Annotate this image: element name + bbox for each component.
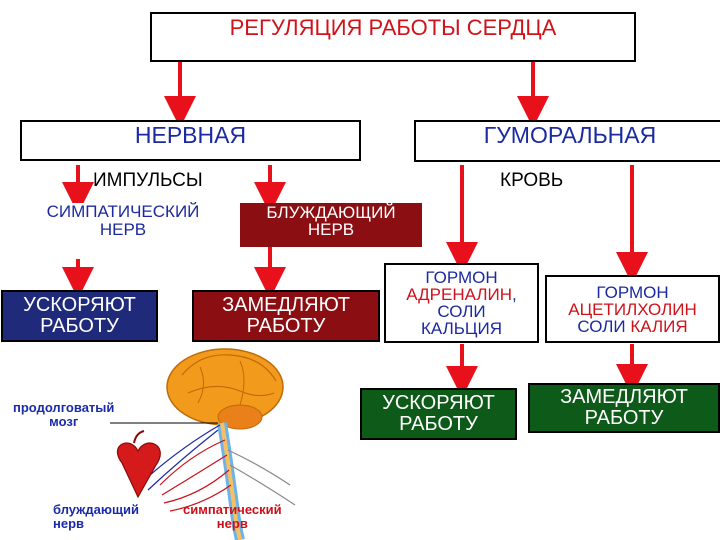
hormone-right-line1: ГОРМОН	[596, 282, 669, 302]
hormone-left-line4: КАЛЬЦИЯ	[421, 319, 502, 338]
nervous-speed-up-box: УСКОРЯЮТ РАБОТУ	[1, 290, 158, 342]
acetylcholine-text: АЦЕТИЛХОЛИН	[568, 299, 697, 319]
hormone-left-line1: ГОРМОН	[425, 268, 498, 287]
nervous-system-illustration	[110, 348, 296, 540]
hormone-right-line3: СОЛИ КАЛИЯ	[577, 318, 687, 335]
heart-icon	[116, 430, 161, 499]
diagram-title: РЕГУЛЯЦИЯ РАБОТЫ СЕРДЦА	[229, 15, 557, 40]
hormone-left-line2: АДРЕНАЛИН,	[406, 286, 516, 303]
impulses-label: ИМПУЛЬСЫ	[93, 170, 203, 191]
vagus-nerve-box: БЛУЖДАЮЩИЙ НЕРВ	[240, 203, 422, 247]
nervous-heading: НЕРВНАЯ	[134, 122, 247, 148]
salts-prefix: СОЛИ	[577, 316, 631, 336]
brain-icon	[166, 348, 284, 430]
humoral-heading: ГУМОРАЛЬНАЯ	[483, 122, 657, 148]
sympathetic-nerve-box: СИМПАТИЧЕСКИЙ НЕРВ	[20, 203, 226, 259]
title-box: РЕГУЛЯЦИЯ РАБОТЫ СЕРДЦА	[150, 12, 636, 62]
adrenaline-comma: ,	[512, 285, 517, 304]
blood-label: КРОВЬ	[500, 170, 564, 191]
acetylcholine-hormone-box: ГОРМОН АЦЕТИЛХОЛИН СОЛИ КАЛИЯ	[545, 275, 720, 343]
nervous-slow-down-box: ЗАМЕДЛЯЮТ РАБОТУ	[192, 290, 380, 342]
nerve-fibers-icon	[147, 424, 296, 512]
medulla-label: продолговатый мозг	[13, 400, 115, 430]
humoral-speed-up-box: УСКОРЯЮТ РАБОТУ	[360, 388, 517, 440]
nervous-regulation-box: НЕРВНАЯ	[20, 120, 361, 161]
sympathetic-illustration-label: симпатический нерв	[183, 502, 282, 532]
humoral-slow-down-box: ЗАМЕДЛЯЮТ РАБОТУ	[528, 383, 720, 433]
humoral-regulation-box: ГУМОРАЛЬНАЯ	[414, 120, 720, 162]
hormone-left-line3: СОЛИ	[437, 302, 486, 321]
vagus-illustration-label: блуждающий нерв	[53, 502, 139, 532]
adrenaline-text: АДРЕНАЛИН	[406, 285, 512, 304]
adrenaline-hormone-box: ГОРМОН АДРЕНАЛИН, СОЛИ КАЛЬЦИЯ	[384, 263, 539, 343]
spinal-cord-icon	[217, 422, 245, 540]
potassium-text: КАЛИЯ	[630, 316, 688, 336]
